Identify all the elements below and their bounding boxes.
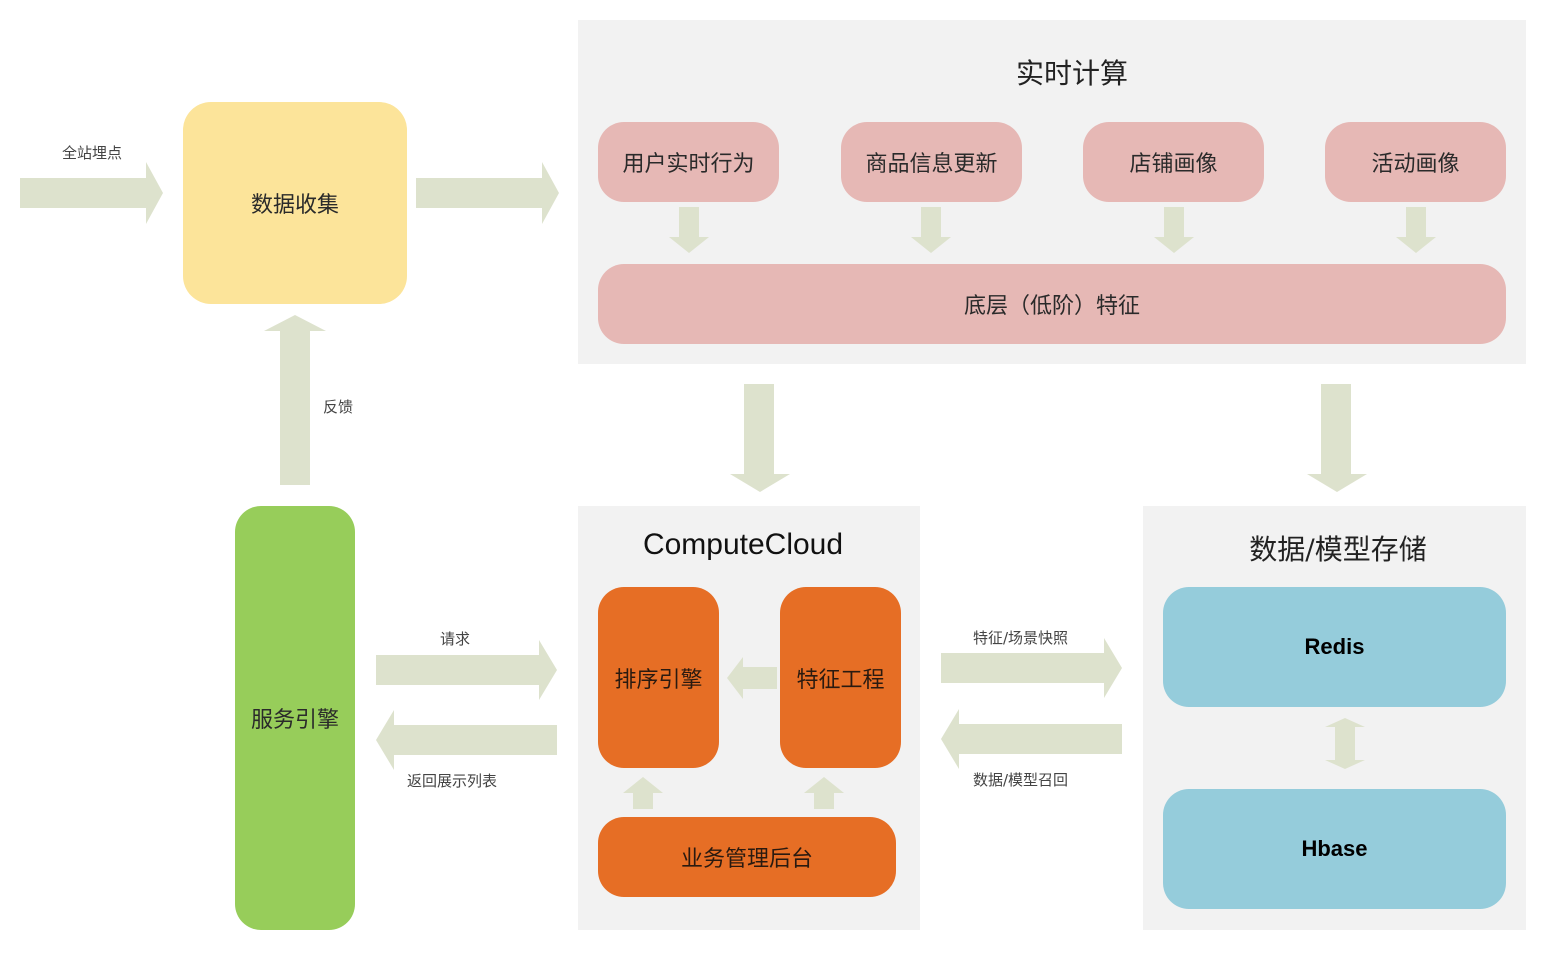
source-campaign-profile[interactable]: 活动画像 <box>1325 122 1506 202</box>
realtime-to-compute-arrow <box>730 384 790 492</box>
redis-box[interactable]: Redis <box>1163 587 1506 707</box>
admin-to-ranking-arrow <box>623 777 663 809</box>
admin-backend-box[interactable]: 业务管理后台 <box>598 817 896 897</box>
hbase-box[interactable]: Hbase <box>1163 789 1506 909</box>
snapshot-arrow <box>941 638 1122 698</box>
feedback-label: 反馈 <box>323 398 354 416</box>
input-arrow <box>20 162 163 224</box>
return-label: 返回展示列表 <box>407 772 498 790</box>
source-arrow-2 <box>911 207 951 253</box>
request-label: 请求 <box>440 630 471 648</box>
request-arrow <box>376 640 557 700</box>
feature-engineering-box[interactable]: 特征工程 <box>780 587 901 768</box>
return-arrow <box>376 710 557 770</box>
collect-to-realtime-arrow <box>416 162 559 224</box>
realtime-to-storage-arrow <box>1307 384 1367 492</box>
data-collect-box[interactable]: 数据收集 <box>183 102 407 304</box>
source-user-behavior[interactable]: 用户实时行为 <box>598 122 779 202</box>
realtime-title: 实时计算 <box>1015 57 1128 90</box>
source-arrow-1 <box>669 207 709 253</box>
source-shop-profile[interactable]: 店铺画像 <box>1083 122 1264 202</box>
ranking-engine-box[interactable]: 排序引擎 <box>598 587 719 768</box>
feature-to-ranking-arrow <box>727 657 777 699</box>
redis-hbase-bidirectional-arrow <box>1325 718 1365 769</box>
service-engine-box[interactable]: 服务引擎 <box>235 506 355 930</box>
base-feature-box[interactable]: 底层（低阶）特征 <box>598 264 1506 344</box>
admin-to-feature-arrow <box>804 777 844 809</box>
feedback-arrow <box>264 315 326 485</box>
source-arrow-3 <box>1154 207 1194 253</box>
input-label: 全站埋点 <box>62 144 123 162</box>
snapshot-label: 特征/场景快照 <box>973 629 1069 647</box>
compute-cloud-title: ComputeCloud <box>642 528 844 561</box>
source-item-update[interactable]: 商品信息更新 <box>841 122 1022 202</box>
storage-title: 数据/模型存储 <box>1249 533 1427 566</box>
recall-arrow <box>941 709 1122 769</box>
recall-label: 数据/模型召回 <box>973 771 1069 789</box>
source-arrow-4 <box>1396 207 1436 253</box>
